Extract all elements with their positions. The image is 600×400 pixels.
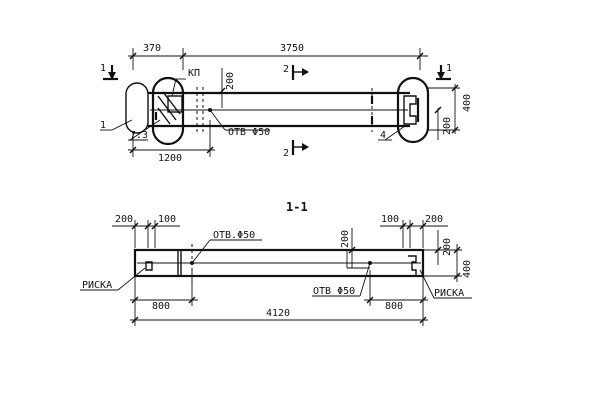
section-hole-bottom-leader [359, 262, 371, 297]
section-1-left-arrowhead [108, 72, 116, 80]
section-1-left-label: 1 [100, 63, 106, 74]
kp-hatch [157, 107, 171, 125]
dim-800-right: 800 [385, 301, 403, 312]
section-hole-bottom-label: ОТВ Φ50 [313, 286, 355, 297]
dim-4120-slash [419, 316, 427, 324]
dim-1200-slash [206, 146, 214, 154]
section-2-top-label: 2 [283, 64, 289, 75]
kp-hatch [162, 91, 181, 115]
plan-dim-slash [179, 52, 187, 60]
sec-dim-200-left: 200 [115, 214, 133, 225]
section-beam-body [133, 248, 425, 278]
plan-dim-200: 200 [225, 72, 236, 90]
dim-800-left: 800 [152, 301, 170, 312]
section-dim-400: 400 [462, 260, 473, 278]
dim-800-slash [366, 296, 374, 304]
sec-dim-slash [399, 222, 407, 230]
dim-400-slash [451, 126, 459, 134]
risk-left-leader [117, 267, 146, 291]
sec-dim-slash [151, 222, 159, 230]
sec-dim-100-right: 100 [381, 214, 399, 225]
dim-400-slash [451, 84, 459, 92]
section-2-bottom-label: 2 [283, 148, 289, 159]
callout-1-label: 1 [100, 120, 106, 131]
sec-dim-100-left: 100 [158, 214, 176, 225]
dim-800-slash [188, 296, 196, 304]
risk-right-leader [419, 269, 435, 299]
section-2-top-arrowhead [302, 68, 309, 76]
dim-200-slash [218, 87, 226, 95]
kp-leader [171, 78, 177, 97]
kp-hatch [157, 95, 177, 121]
section-1-right-label: 1 [446, 63, 452, 74]
plan-dim-200-right: 200 [442, 117, 453, 135]
section-view: 1-1 200 100 100 200 [80, 200, 473, 326]
left-end-capsule [125, 82, 149, 134]
dim-800-slash [419, 296, 427, 304]
plan-view: 370 3750 1 1 2 2 КП [100, 43, 473, 164]
plan-dim-400: 400 [462, 94, 473, 112]
sec-dim-slash [419, 222, 427, 230]
plan-dim-slash [416, 52, 424, 60]
callout-1-leader [111, 119, 133, 131]
sec-dim-slash [144, 222, 152, 230]
sec-dim-slash [406, 222, 414, 230]
risk-left-label: РИСКА [82, 280, 112, 291]
kp-detail-oval [151, 76, 185, 146]
section-title: 1-1 [286, 200, 308, 214]
section-hole-top-label: ОТВ.Φ50 [213, 230, 255, 241]
sec-dim-200-right: 200 [425, 214, 443, 225]
callout-73-label: 7.3 [130, 130, 148, 141]
callout-4-label: 4 [380, 130, 386, 141]
sec-dim-slash [131, 222, 139, 230]
callout-4-leader [384, 125, 406, 141]
section-dim-200-v-left: 200 [340, 230, 351, 248]
plan-dim-1200: 1200 [158, 153, 182, 164]
section-left-notch [145, 261, 153, 271]
kp-label: КП [188, 68, 200, 79]
section-dim-400-slash [453, 246, 461, 254]
plan-dim-370: 370 [143, 43, 161, 54]
dim-1200-slash [129, 146, 137, 154]
dim-200r-slash [434, 106, 442, 114]
section-dim-200r-slash [434, 246, 442, 254]
plan-dim-slash [129, 52, 137, 60]
section-hole-top-leader [191, 239, 211, 264]
section-dim-200-v-right: 200 [442, 238, 453, 256]
section-dim-200-slash [348, 246, 356, 254]
hole-label: ОТВ Φ50 [228, 127, 270, 138]
section-1-right-arrowhead [437, 72, 445, 80]
section-dim-400-slash [453, 272, 461, 280]
right-end-profile [403, 95, 417, 125]
section-right-profile [408, 255, 417, 276]
dim-800-slash [131, 296, 139, 304]
callout-73-leader [129, 119, 161, 141]
plan-dim-3750: 3750 [280, 43, 304, 54]
kp-plate [167, 95, 183, 113]
dim-4120-slash [131, 316, 139, 324]
hole-leader [209, 109, 226, 131]
section-2-bottom-arrowhead [302, 143, 309, 151]
right-end-capsule [396, 76, 430, 144]
risk-right-label: РИСКА [434, 288, 464, 299]
dim-4120: 4120 [266, 308, 290, 319]
